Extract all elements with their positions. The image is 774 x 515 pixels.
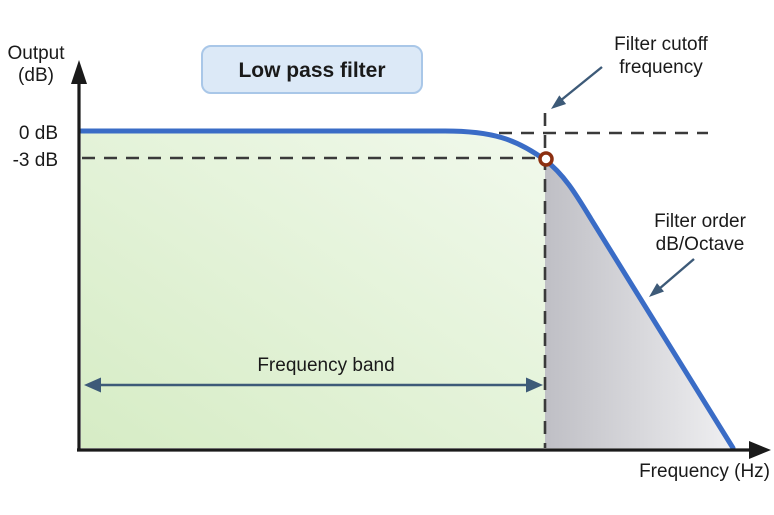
title-box-background	[201, 45, 423, 94]
stopband-area	[545, 162, 731, 448]
cutoff-annotation-line1: Filter cutoff	[614, 34, 708, 55]
filter-order-annotation-arrowhead-icon	[649, 283, 664, 297]
frequency-band-right-arrowhead-icon	[526, 377, 543, 393]
x-axis-label: Frequency (Hz)	[639, 461, 770, 482]
cutoff-annotation-arrowhead-icon	[551, 95, 567, 109]
filter-order-annotation-line2: dB/Octave	[656, 234, 745, 255]
frequency-band-label: Frequency band	[257, 355, 394, 376]
cutoff-point-marker	[538, 151, 554, 167]
x-axis	[77, 441, 771, 459]
y-axis-label-line2: (dB)	[18, 65, 54, 86]
title-box: Low pass filter	[201, 45, 423, 94]
cutoff-annotation-arrow-line	[559, 66, 603, 102]
filter-order-annotation: Filter order dB/Octave	[649, 211, 747, 297]
passband-area	[81, 133, 545, 448]
tick-0db: 0 dB	[19, 123, 58, 144]
frequency-band-annotation: Frequency band	[84, 355, 543, 393]
page-title: Low pass filter	[238, 59, 385, 82]
y-axis-label-line1: Output	[7, 43, 65, 64]
y-axis	[71, 60, 87, 451]
x-axis-arrowhead-icon	[749, 441, 771, 459]
tick-minus-3db: -3 dB	[13, 150, 58, 171]
y-axis-arrowhead-icon	[71, 60, 87, 84]
filter-order-annotation-line1: Filter order	[654, 211, 747, 232]
filter-order-annotation-arrow-line	[658, 258, 695, 290]
cutoff-annotation: Filter cutoff frequency	[551, 34, 709, 109]
frequency-band-left-arrowhead-icon	[84, 377, 101, 393]
cutoff-annotation-line2: frequency	[619, 57, 703, 78]
